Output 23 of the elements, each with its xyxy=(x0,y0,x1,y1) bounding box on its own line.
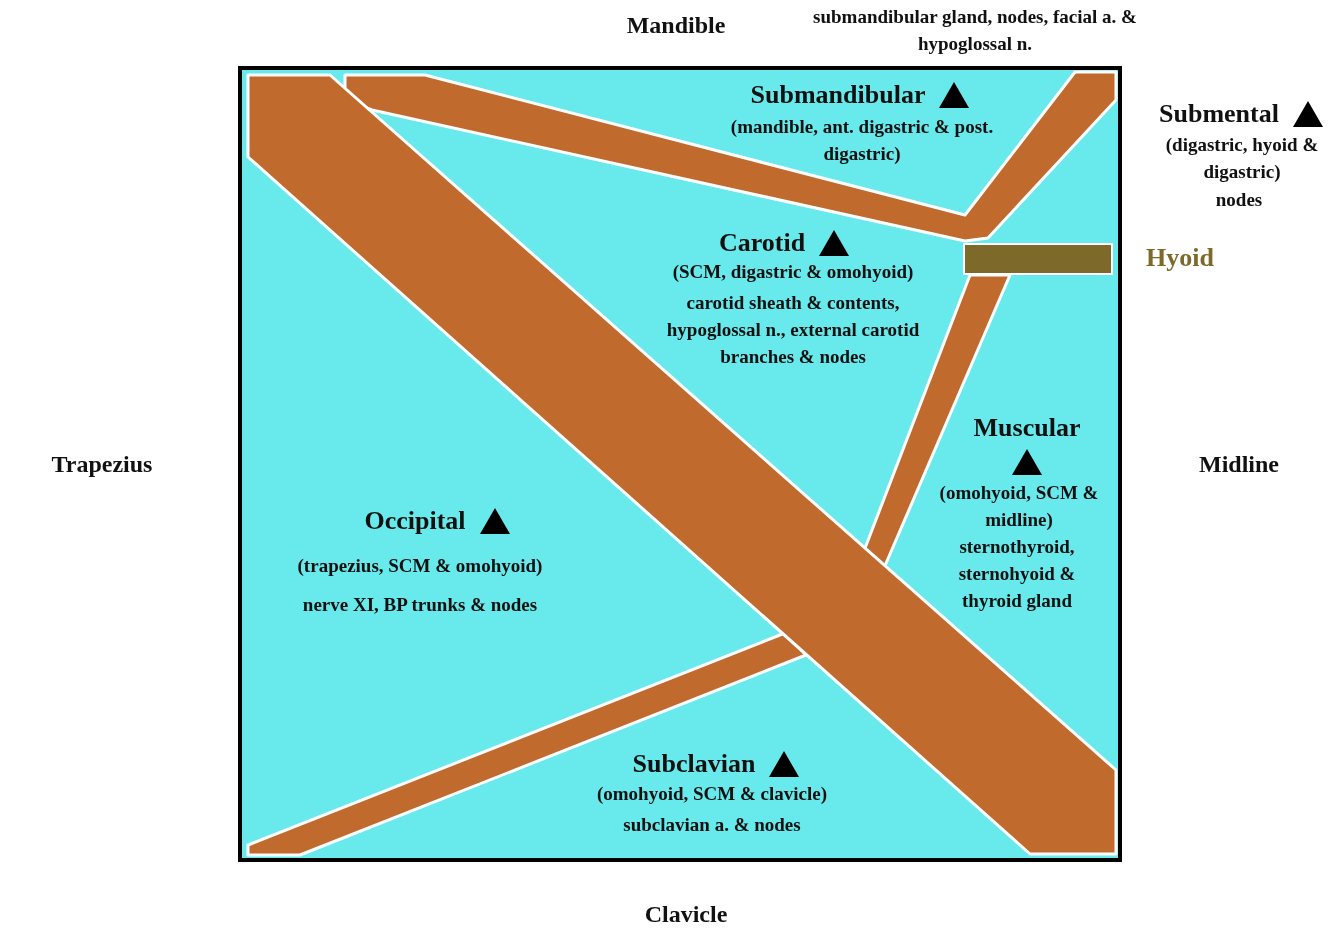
region-contents: sternothyroid, sternohyoid & thyroid gland xyxy=(957,535,1077,613)
region-name: Occipital xyxy=(364,505,466,537)
region-contents: subclavian a. & nodes xyxy=(622,813,802,837)
region-boundaries: (mandible, ant. digastric & post. digastric) xyxy=(729,115,995,166)
boundary-label: Mandible xyxy=(626,11,726,40)
contents-note: submandibular gland, nodes, facial a. & hypoglossal n. xyxy=(812,5,1138,56)
region-boundaries: (omohyoid, SCM & clavicle) xyxy=(595,782,829,806)
region-name: Subclavian xyxy=(632,748,756,780)
boundary-label: Clavicle xyxy=(644,900,728,929)
region-name: Submental xyxy=(1159,98,1279,130)
region-boundaries: (omohyoid, SCM & midline) xyxy=(938,481,1100,532)
region-name: Submandibular xyxy=(750,79,926,111)
region-contents: nerve XI, BP trunks & nodes xyxy=(301,593,539,617)
region-contents: carotid sheath & contents, hypoglossal n., external carotid branches & nodes xyxy=(665,291,921,369)
boundary-label: Trapezius xyxy=(51,450,153,479)
region-name: Muscular xyxy=(973,412,1081,444)
region-contents: nodes xyxy=(1215,188,1263,212)
region-boundaries: (SCM, digastric & omohyoid) xyxy=(671,260,915,284)
region-name: Carotid xyxy=(718,227,806,259)
region-boundaries: (trapezius, SCM & omohyoid) xyxy=(296,554,544,578)
hyoid-label: Hyoid xyxy=(1146,242,1214,274)
region-boundaries: (digastric, hyoid & digastric) xyxy=(1164,133,1320,184)
boundary-label: Midline xyxy=(1199,450,1279,479)
